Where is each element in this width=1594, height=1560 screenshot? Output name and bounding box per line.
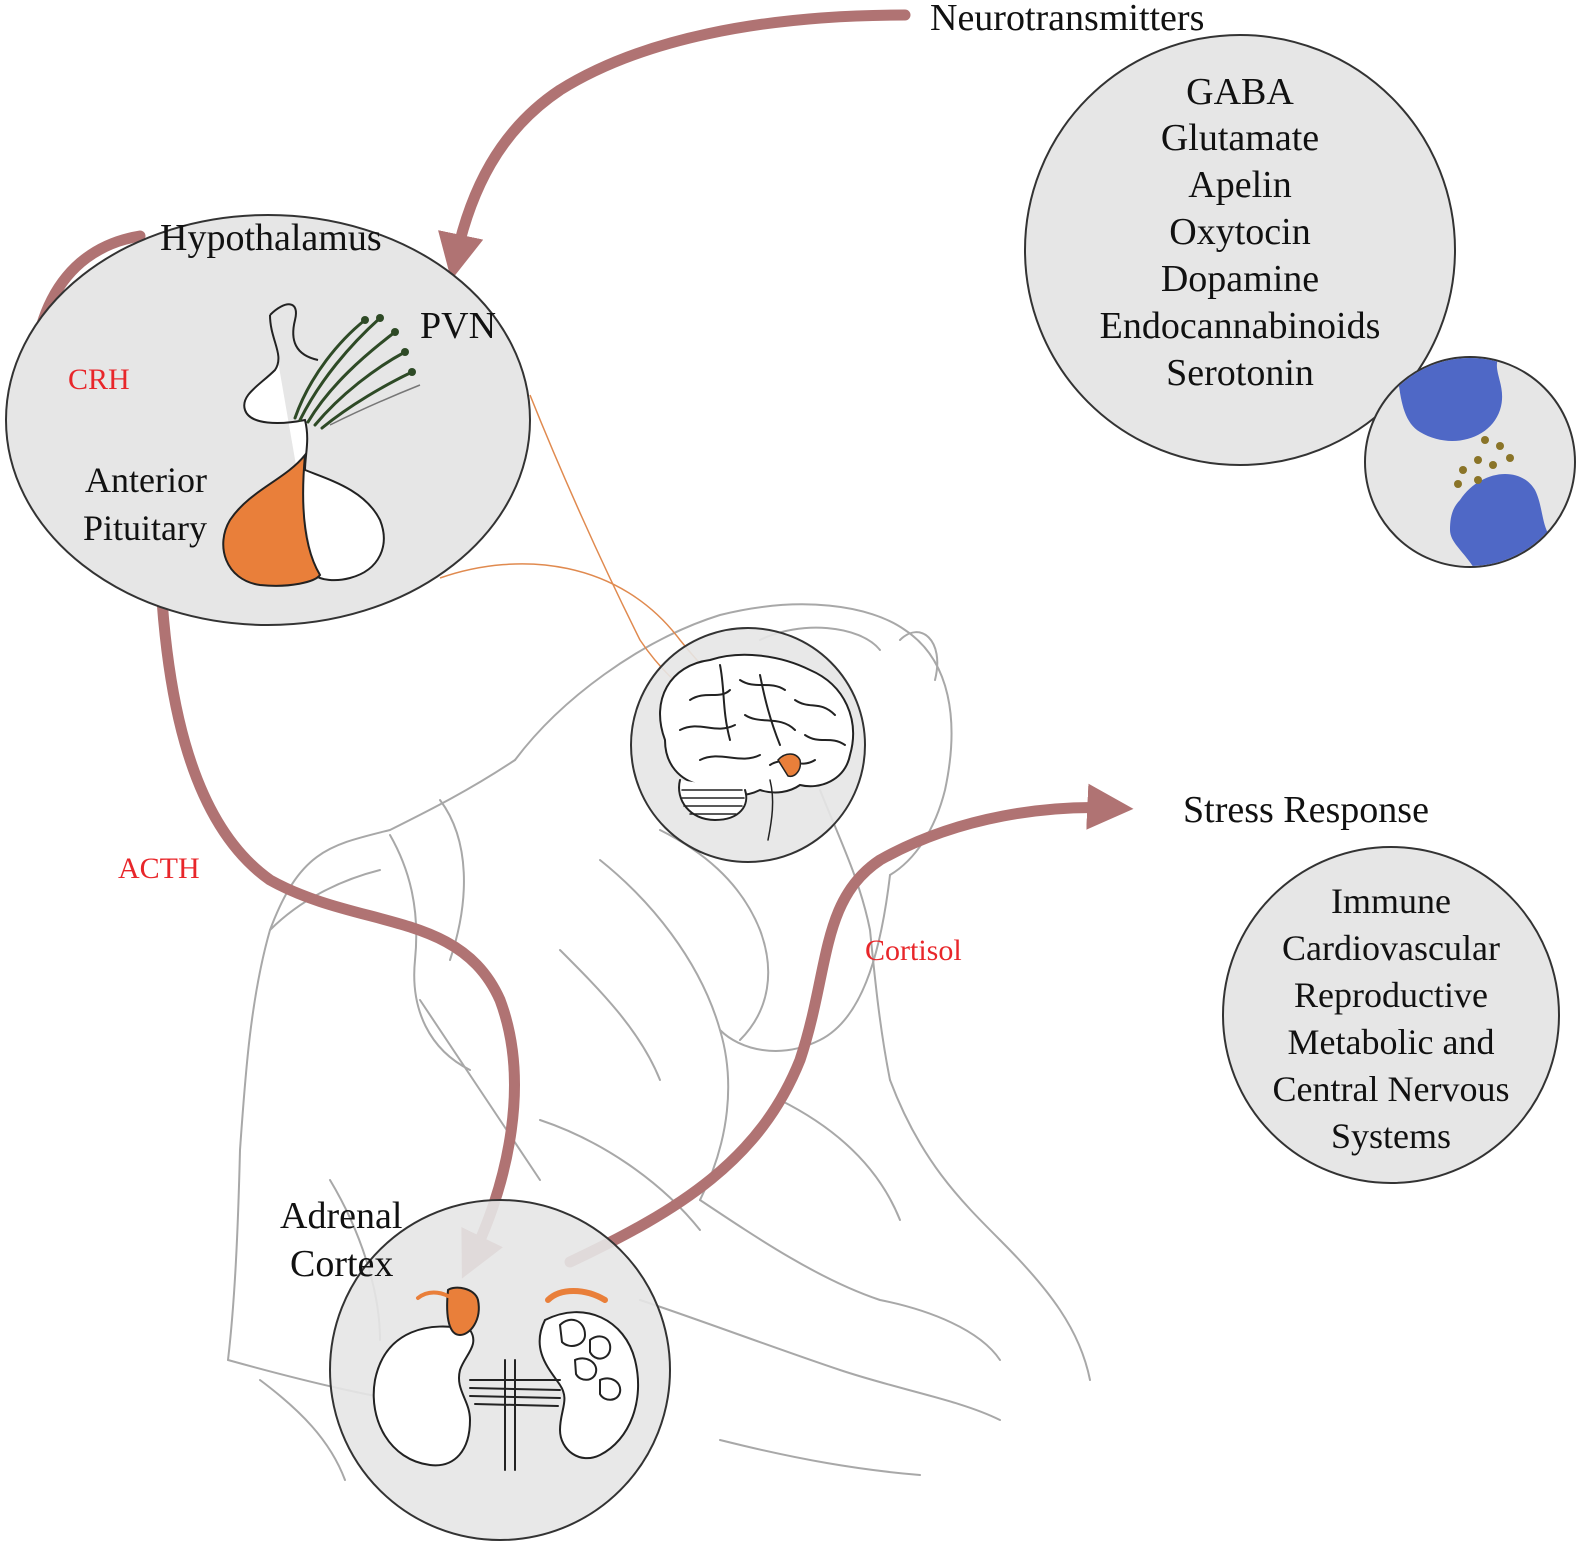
pituitary-label: Pituitary [83,508,207,548]
stress-system-item: Central Nervous [1273,1069,1510,1109]
neurotransmitter-item: Serotonin [1166,352,1314,394]
neurotransmitters-to-pvn-arrow [438,9,911,281]
synapse-icon [1364,356,1576,568]
stress-system-item: Reproductive [1294,975,1488,1015]
neurotransmitter-list-circle: GABA Glutamate Apelin Oxytocin Dopamine … [1024,34,1456,466]
cortex-label: Cortex [290,1243,393,1285]
kidneys-icon [372,1286,640,1471]
anterior-label: Anterior [85,460,207,500]
stress-systems-circle: Immune Cardiovascular Reproductive Metab… [1222,846,1560,1184]
stress-system-item: Metabolic and [1288,1022,1495,1062]
neurotransmitter-item: Dopamine [1161,258,1319,300]
neurotransmitter-item: Oxytocin [1169,211,1310,253]
neurotransmitter-item: Apelin [1188,164,1291,206]
stress-system-item: Systems [1331,1116,1451,1156]
adrenal-label: Adrenal [280,1195,402,1237]
cortisol-arrow [564,783,1134,1268]
pituitary-gland-icon [222,303,421,587]
neurotransmitter-item: GABA [1186,71,1294,113]
stress-system-item: Cardiovascular [1282,928,1500,968]
brain-icon [659,653,855,841]
neurotransmitter-item: Endocannabinoids [1100,305,1381,347]
hypothalamus-label: Hypothalamus [160,217,382,259]
neurotransmitters-title: Neurotransmitters [930,0,1204,39]
stress-system-item: Immune [1331,881,1451,921]
arrows [19,9,1134,1279]
pvn-label: PVN [420,305,496,347]
acth-label: ACTH [118,852,200,885]
neurotransmitter-item: Glutamate [1161,117,1319,159]
crh-label: CRH [68,363,130,396]
acth-arrow [154,559,520,1279]
cortisol-label: Cortisol [865,934,962,967]
stress-response-title: Stress Response [1183,789,1429,831]
